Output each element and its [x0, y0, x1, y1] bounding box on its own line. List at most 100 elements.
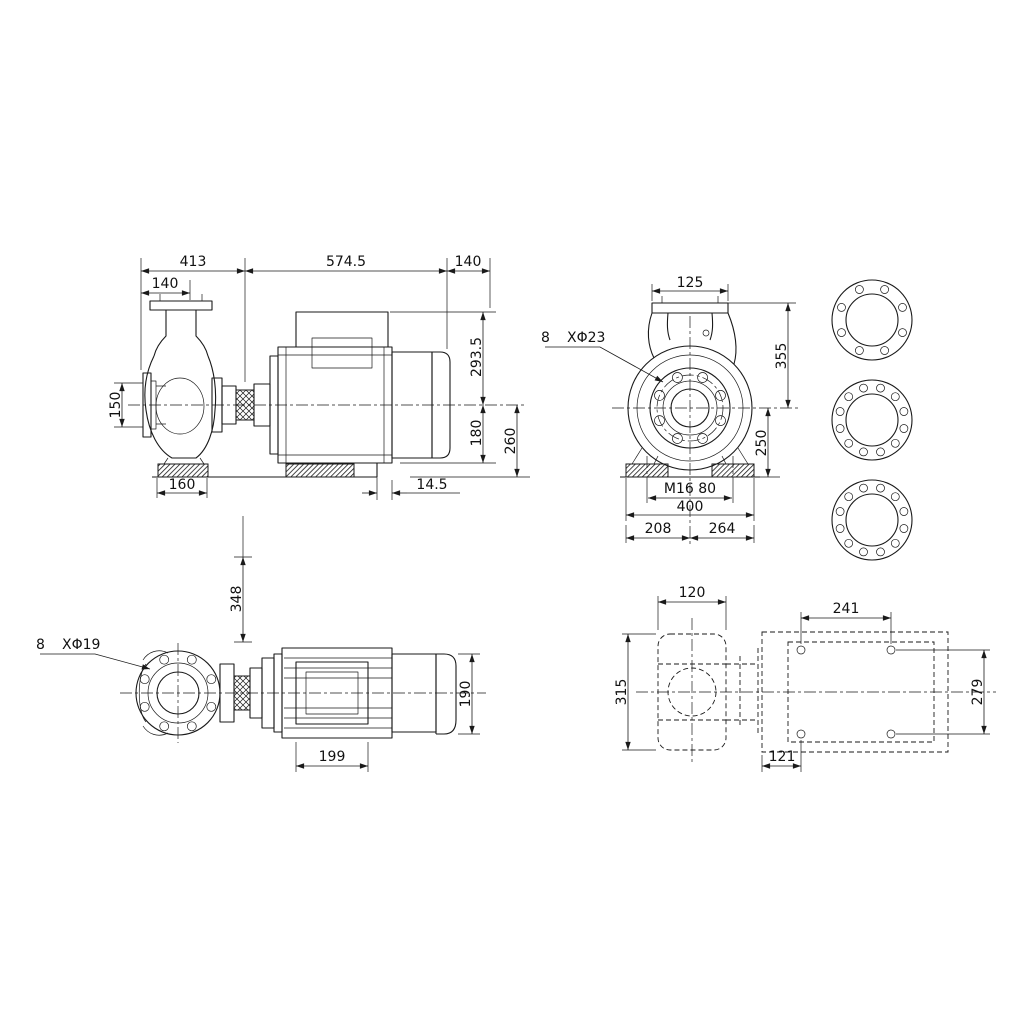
terminal-box-cover: [311, 337, 373, 369]
motor-fins-top: [284, 657, 392, 729]
bolt-hole: [844, 438, 854, 448]
bolt-hole: [139, 701, 150, 712]
mount-hole: [886, 645, 896, 655]
dim-120-label: 120: [679, 585, 706, 601]
flange-outer: [831, 279, 913, 361]
volute-inner: [155, 377, 205, 435]
bolt-hole: [835, 507, 845, 516]
bolt-hole: [898, 328, 907, 337]
bolt-hole: [890, 438, 900, 448]
vent-plug: [702, 329, 710, 337]
dim-208-label: 208: [645, 521, 672, 537]
bolt-hole: [899, 407, 909, 416]
bolt-hole: [844, 538, 854, 548]
bolt-spec-top-label: XΦ19: [62, 637, 100, 653]
pump-foot-legs: [163, 457, 205, 465]
bolt-hole: [890, 392, 900, 402]
flange-detail-1: [831, 279, 913, 361]
dim-m16-80-label: M16 80: [664, 481, 716, 497]
flange-1-bolt-holes: [837, 285, 907, 355]
bolt-hole: [899, 424, 909, 433]
dim-14-5-label: 14.5: [416, 477, 447, 493]
bolt-hole: [899, 507, 909, 516]
ext-lines-190: [458, 653, 480, 735]
bolt-hole: [159, 654, 170, 665]
dim-121-label: 121: [769, 749, 796, 765]
front-view-dimensions: 125 8 XΦ23 355 250 M16 80 400 208 264: [541, 275, 796, 543]
front-view: 125 8 XΦ23 355 250 M16 80 400 208 264: [541, 275, 800, 545]
bolt-hole: [859, 483, 868, 493]
bolt-hole: [859, 547, 868, 557]
bolt-hole: [844, 392, 854, 402]
centerlines-front: [612, 316, 800, 545]
bolt-hole: [186, 654, 197, 665]
side-view-outline: [128, 294, 524, 478]
discharge-flange: [149, 300, 213, 311]
mount-hole: [796, 645, 806, 655]
bolt-leader: [545, 346, 664, 383]
bolt-hole: [715, 390, 726, 401]
ext-lines-right: [390, 311, 530, 478]
bolt-hole: [672, 372, 683, 383]
mount-hole: [886, 729, 896, 739]
casing-hidden-lines: [726, 648, 759, 736]
dim-150-label: 150: [108, 392, 124, 419]
flange-studs: [159, 294, 203, 301]
bolt-hole: [139, 674, 150, 685]
motor-foot-pad: [285, 463, 355, 478]
terminal-box: [295, 311, 389, 348]
bolt-hole: [899, 524, 909, 533]
bolt-hole: [855, 346, 864, 355]
bolt-hole: [697, 433, 708, 444]
top-view-dimensions: 348 8 XΦ19 199 190: [36, 516, 480, 772]
pump-foot-pad: [157, 463, 209, 478]
bolt-hole: [186, 721, 197, 732]
bolt-hole: [835, 424, 845, 433]
flange-detail-3: [831, 479, 913, 561]
bolt-hole: [890, 492, 900, 502]
bolt-leader-top: [40, 653, 151, 670]
bolt-hole: [855, 285, 864, 294]
dim-140-flange-label: 140: [152, 276, 179, 292]
bolt-hole: [654, 390, 665, 401]
foot-bolt-centerlines: [646, 456, 734, 486]
flange-detail-views: [831, 279, 913, 561]
flange-studs-front: [661, 296, 719, 303]
top-view: 348 8 XΦ19 199 190: [36, 516, 486, 772]
plan-view-dimensions: 120 241 315 279 121: [614, 585, 990, 772]
bolt-hole: [697, 372, 708, 383]
dim-125-label: 125: [677, 275, 704, 291]
discharge-flange-front: [651, 302, 729, 314]
suction-nozzle: [156, 385, 166, 425]
flange-2-bolt-holes: [835, 383, 909, 457]
dim-355-label: 355: [774, 343, 790, 370]
bolt-count-top-label: 8: [36, 637, 45, 653]
ext-lines-150: [114, 382, 143, 428]
bolt-hole: [715, 415, 726, 426]
volute-casing: [144, 355, 217, 459]
flange-3-bolt-holes: [835, 483, 909, 557]
bolt-hole: [859, 383, 868, 393]
ext-lines-bottom-front: [625, 478, 755, 543]
bolt-hole: [859, 447, 868, 457]
plan-view: 120 241 315 279 121: [614, 585, 996, 772]
front-view-outline: [612, 296, 800, 545]
dim-250-label: 250: [754, 430, 770, 457]
bolt-hole: [654, 415, 665, 426]
flange-detail-2: [831, 379, 913, 461]
bolt-hole: [890, 538, 900, 548]
bolt-count-label: 8: [541, 330, 550, 346]
bolt-hole: [876, 547, 885, 557]
dim-279-label: 279: [970, 679, 986, 706]
fan-cover-top: [435, 653, 457, 735]
bolt-hole: [876, 383, 885, 393]
dim-160-label: 160: [169, 477, 196, 493]
ext-lines-top: [140, 258, 491, 382]
bolt-hole: [835, 524, 845, 533]
flange-inner: [845, 293, 899, 347]
centerlines-plan: [636, 618, 996, 764]
bolt-hole: [206, 701, 217, 712]
side-view-dimensions: 413 574.5 140 140 150 160 293.5 180 260 …: [108, 254, 530, 500]
